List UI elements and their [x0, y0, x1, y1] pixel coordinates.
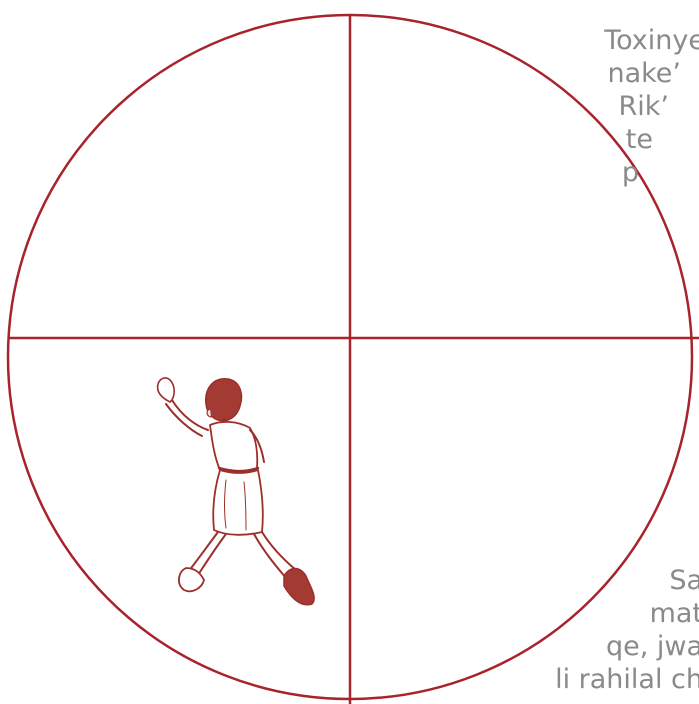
bottom-right-text-block: Sa mat qe, jwa li rahilal ch — [555, 564, 699, 696]
text-line: mat — [555, 597, 699, 630]
top-right-text-block: Toxinye nake’ Rik’ te p — [604, 24, 699, 189]
text-line: qe, jwa — [555, 630, 699, 663]
text-line: te — [604, 123, 653, 156]
text-line: Toxinye — [604, 24, 699, 57]
text-line: Sa — [555, 564, 699, 597]
text-line: nake’ — [604, 57, 681, 90]
text-line: p — [604, 156, 639, 189]
text-line: Rik’ — [604, 90, 669, 123]
text-line: li rahilal ch — [555, 663, 699, 696]
